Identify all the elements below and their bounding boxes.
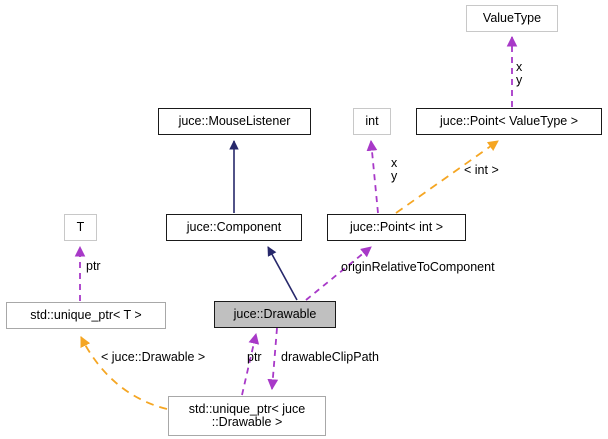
node-label: juce::Point< int >	[349, 219, 444, 234]
edge-label-drawable-template: < juce::Drawable >	[101, 350, 206, 364]
node-int[interactable]: int	[353, 108, 391, 135]
node-label: int	[365, 113, 379, 128]
node-label: juce::Component	[186, 219, 282, 234]
edge-label-origin-relative-to-component: originRelativeToComponent	[341, 260, 495, 274]
edge-unique-ptr-drawable-to-unique-ptr-t	[80, 336, 168, 410]
node-label: std::unique_ptr< juce ::Drawable >	[188, 401, 306, 429]
edge-label-int-template: < int >	[464, 163, 499, 177]
node-label: juce::MouseListener	[178, 113, 291, 128]
edge-drawable-to-unique-ptr-drawable	[267, 327, 279, 391]
edge-drawable-to-component	[267, 246, 298, 301]
edge-label-ptr-t: ptr	[86, 259, 101, 273]
node-label: T	[76, 219, 85, 234]
node-juce-point-int[interactable]: juce::Point< int >	[327, 214, 466, 241]
node-juce-mouselistener[interactable]: juce::MouseListener	[158, 108, 311, 135]
node-label: juce::Drawable	[233, 306, 317, 321]
node-t[interactable]: T	[64, 214, 97, 241]
node-juce-component[interactable]: juce::Component	[166, 214, 302, 241]
node-std-unique-ptr-t[interactable]: std::unique_ptr< T >	[6, 302, 166, 329]
node-label: juce::Point< ValueType >	[439, 113, 579, 128]
node-label: std::unique_ptr< T >	[30, 307, 142, 322]
edge-drawable-to-point-int	[305, 246, 372, 301]
edge-point-int-to-int	[366, 139, 379, 214]
edge-label-xy-valuetype: x y	[516, 60, 523, 88]
node-label: ValueType	[482, 10, 542, 25]
edge-point-int-to-point-valuetype	[395, 140, 499, 214]
node-juce-drawable[interactable]: juce::Drawable	[214, 301, 336, 328]
node-valuetype[interactable]: ValueType	[466, 5, 558, 32]
edge-label-drawable-clip-path: drawableClipPath	[281, 350, 379, 364]
edge-label-ptr-drawable: ptr	[247, 350, 262, 364]
edge-label-xy-int: x y	[391, 156, 398, 184]
edge-unique-ptr-drawable-to-drawable	[241, 332, 260, 396]
node-std-unique-ptr-juce-drawable[interactable]: std::unique_ptr< juce ::Drawable >	[168, 396, 326, 436]
node-juce-point-valuetype[interactable]: juce::Point< ValueType >	[416, 108, 602, 135]
